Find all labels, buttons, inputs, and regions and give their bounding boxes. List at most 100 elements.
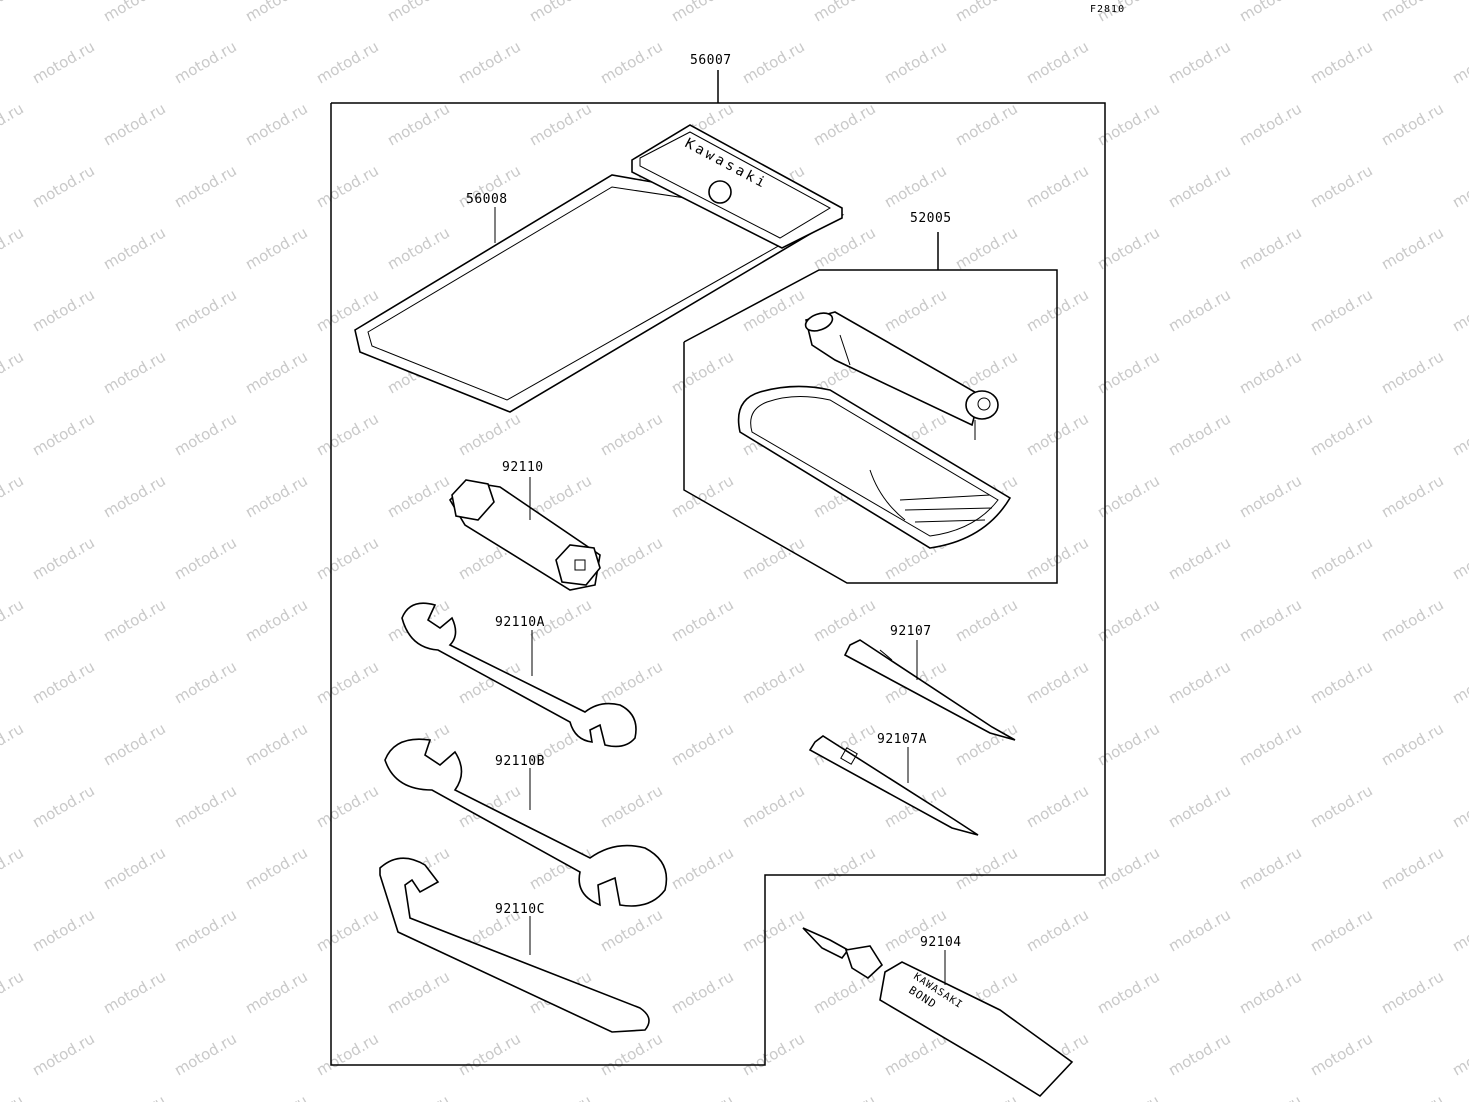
watermark-text: motod.ru	[0, 471, 27, 521]
watermark-text: motod.ru	[171, 781, 240, 831]
watermark-text: motod.ru	[1165, 533, 1234, 583]
watermark-text: motod.ru	[1378, 843, 1447, 893]
watermark-text: motod.ru	[739, 285, 808, 335]
watermark-text: motod.ru	[1449, 905, 1469, 955]
watermark-text: motod.ru	[597, 1029, 666, 1079]
watermark-text: motod.ru	[1449, 1029, 1469, 1079]
watermark-text: motod.ru	[1307, 409, 1376, 459]
label-92104: 92104	[920, 935, 962, 950]
watermark-text: motod.ru	[810, 843, 879, 893]
watermark-text: motod.ru	[384, 223, 453, 273]
watermark-text: motod.ru	[881, 1029, 950, 1079]
watermark-text: motod.ru	[1165, 781, 1234, 831]
watermark-text: motod.ru	[1378, 967, 1447, 1017]
watermark-text: motod.ru	[1236, 99, 1305, 149]
watermark-text: motod.ru	[739, 657, 808, 707]
watermark-text: motod.ru	[739, 905, 808, 955]
watermark-text: motod.ru	[597, 657, 666, 707]
label-56007: 56007	[690, 53, 732, 68]
watermark-text: motod.ru	[1236, 719, 1305, 769]
watermark-text: motod.ru	[0, 967, 27, 1017]
watermark-text: motod.ru	[1378, 347, 1447, 397]
watermark-text: motod.ru	[242, 843, 311, 893]
watermark-text: motod.ru	[1449, 657, 1469, 707]
watermark-text: motod.ru	[1378, 595, 1447, 645]
watermark-text: motod.ru	[1236, 0, 1305, 25]
watermark-text: motod.ru	[100, 1091, 169, 1102]
label-92107: 92107	[890, 624, 932, 639]
watermark-text: motod.ru	[881, 161, 950, 211]
wrench-a	[401, 602, 637, 748]
watermark-text: motod.ru	[810, 595, 879, 645]
watermark-text: motod.ru	[952, 0, 1021, 25]
watermark-text: motod.ru	[1378, 471, 1447, 521]
watermark-text: motod.ru	[668, 1091, 737, 1102]
watermark-text: motod.ru	[1236, 347, 1305, 397]
watermark-text: motod.ru	[29, 409, 98, 459]
screwdriver	[843, 639, 1016, 741]
watermark-text: motod.ru	[242, 1091, 311, 1102]
watermark-text: motod.ru	[1307, 161, 1376, 211]
label-92110: 92110	[502, 460, 544, 475]
watermark-text: motod.ru	[1023, 37, 1092, 87]
tool-bag: Kawasaki	[354, 124, 845, 413]
label-92107A: 92107A	[877, 732, 927, 747]
watermark-text: motod.ru	[242, 967, 311, 1017]
watermark-text: motod.ru	[313, 533, 382, 583]
watermark-text: motod.ru	[668, 0, 737, 25]
diagram-code: F2810	[1090, 4, 1125, 15]
watermark-text: motod.ru	[455, 37, 524, 87]
watermark-text: motod.ru	[739, 37, 808, 87]
watermark-text: motod.ru	[455, 409, 524, 459]
wrench-b	[384, 738, 668, 907]
watermark-text: motod.ru	[384, 1091, 453, 1102]
watermark-text: motod.ru	[384, 471, 453, 521]
watermark-text: motod.ru	[1307, 781, 1376, 831]
watermark-text: motod.ru	[1449, 37, 1469, 87]
watermark-text: motod.ru	[384, 967, 453, 1017]
watermark-text: motod.ru	[455, 1029, 524, 1079]
watermark-text: motod.ru	[668, 843, 737, 893]
watermark-text: motod.ru	[1165, 285, 1234, 335]
watermark-text: motod.ru	[313, 905, 382, 955]
watermark-text: motod.ru	[1165, 1029, 1234, 1079]
watermark-text: motod.ru	[1165, 37, 1234, 87]
watermark-text: motod.ru	[1236, 843, 1305, 893]
watermark-text: motod.ru	[1236, 223, 1305, 273]
watermark-text: motod.ru	[1378, 99, 1447, 149]
watermark-text: motod.ru	[0, 843, 27, 893]
watermark-text: motod.ru	[597, 533, 666, 583]
watermark-text: motod.ru	[29, 905, 98, 955]
watermark-text: motod.ru	[0, 719, 27, 769]
watermark-text: motod.ru	[1449, 161, 1469, 211]
watermark-text: motod.ru	[0, 223, 27, 273]
watermark-text: motod.ru	[1236, 471, 1305, 521]
watermark-text: motod.ru	[597, 781, 666, 831]
watermark-text: motod.ru	[1449, 409, 1469, 459]
watermark-text: motod.ru	[1378, 0, 1447, 25]
watermark-text: motod.ru	[668, 719, 737, 769]
watermark-text: motod.ru	[597, 409, 666, 459]
watermark-text: motod.ru	[1236, 967, 1305, 1017]
watermark-text: motod.ru	[29, 161, 98, 211]
watermark-text: motod.ru	[1165, 657, 1234, 707]
screwdriver-a	[808, 735, 979, 836]
watermark-text: motod.ru	[0, 595, 27, 645]
watermark-text: motod.ru	[1094, 1091, 1163, 1102]
watermark-text: motod.ru	[1307, 285, 1376, 335]
watermark-text: motod.ru	[0, 0, 27, 25]
watermark-text: motod.ru	[1236, 1091, 1305, 1102]
watermark-text: motod.ru	[810, 223, 879, 273]
watermark-text: motod.ru	[668, 595, 737, 645]
watermark-text: motod.ru	[29, 1029, 98, 1079]
watermark-text: motod.ru	[1449, 533, 1469, 583]
watermark-text: motod.ru	[952, 1091, 1021, 1102]
watermark-text: motod.ru	[1094, 967, 1163, 1017]
watermark-text: motod.ru	[171, 533, 240, 583]
watermark-text: motod.ru	[384, 99, 453, 149]
watermark-text: motod.ru	[1165, 409, 1234, 459]
watermark-text: motod.ru	[29, 657, 98, 707]
watermark-text: motod.ru	[881, 285, 950, 335]
watermark-text: motod.ru	[384, 0, 453, 25]
